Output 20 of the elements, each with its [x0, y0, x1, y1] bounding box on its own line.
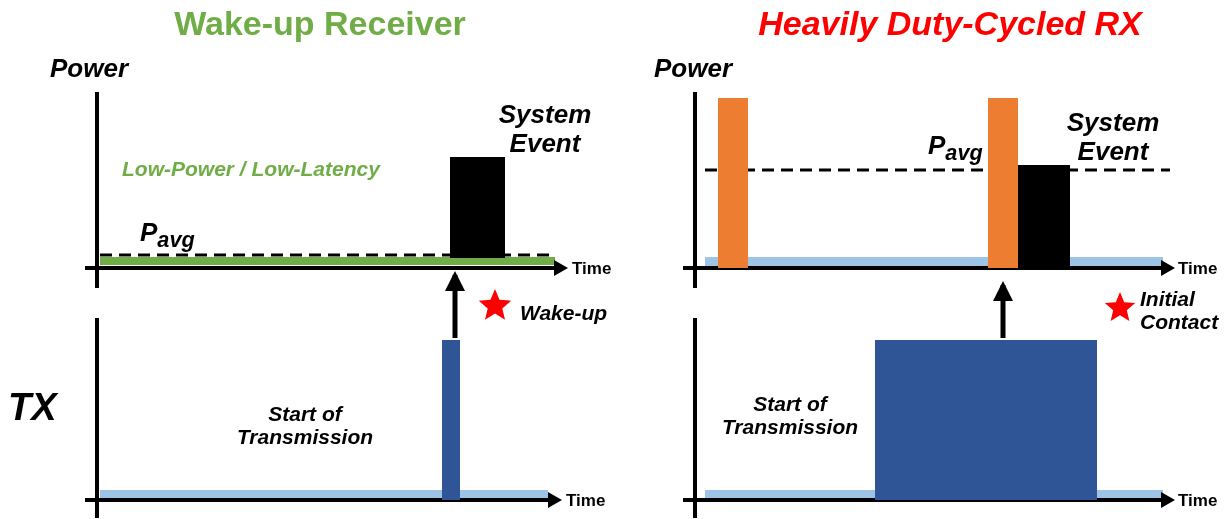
event-heading: System Event: [1065, 108, 1161, 166]
annotation: Start of Transmission: [235, 402, 375, 449]
axis-title: Power: [50, 54, 130, 83]
annotation: Wake-up: [520, 301, 609, 325]
axis-label: Time: [1178, 492, 1219, 511]
annotation: Low-Power / Low-Latency: [122, 157, 382, 181]
axis-title: TX: [8, 387, 59, 429]
axis-label: Time: [1178, 260, 1219, 279]
annotation: Initial Contact: [1140, 287, 1220, 334]
panel-title: Wake-up Receiver: [173, 5, 467, 43]
panel-title: Heavily Duty-Cycled RX: [757, 5, 1144, 43]
axis-label: Time: [572, 260, 613, 279]
average-power-label: P$_{avg}$: [928, 131, 983, 165]
average-power-label: P$_{avg}$: [140, 218, 196, 252]
axis-title: Power: [654, 54, 734, 83]
arrow: [445, 271, 465, 338]
arrow: [993, 281, 1013, 338]
axis-label: Time: [566, 492, 607, 511]
event-heading: System Event: [497, 100, 593, 158]
annotation: Start of Transmission: [720, 392, 860, 439]
